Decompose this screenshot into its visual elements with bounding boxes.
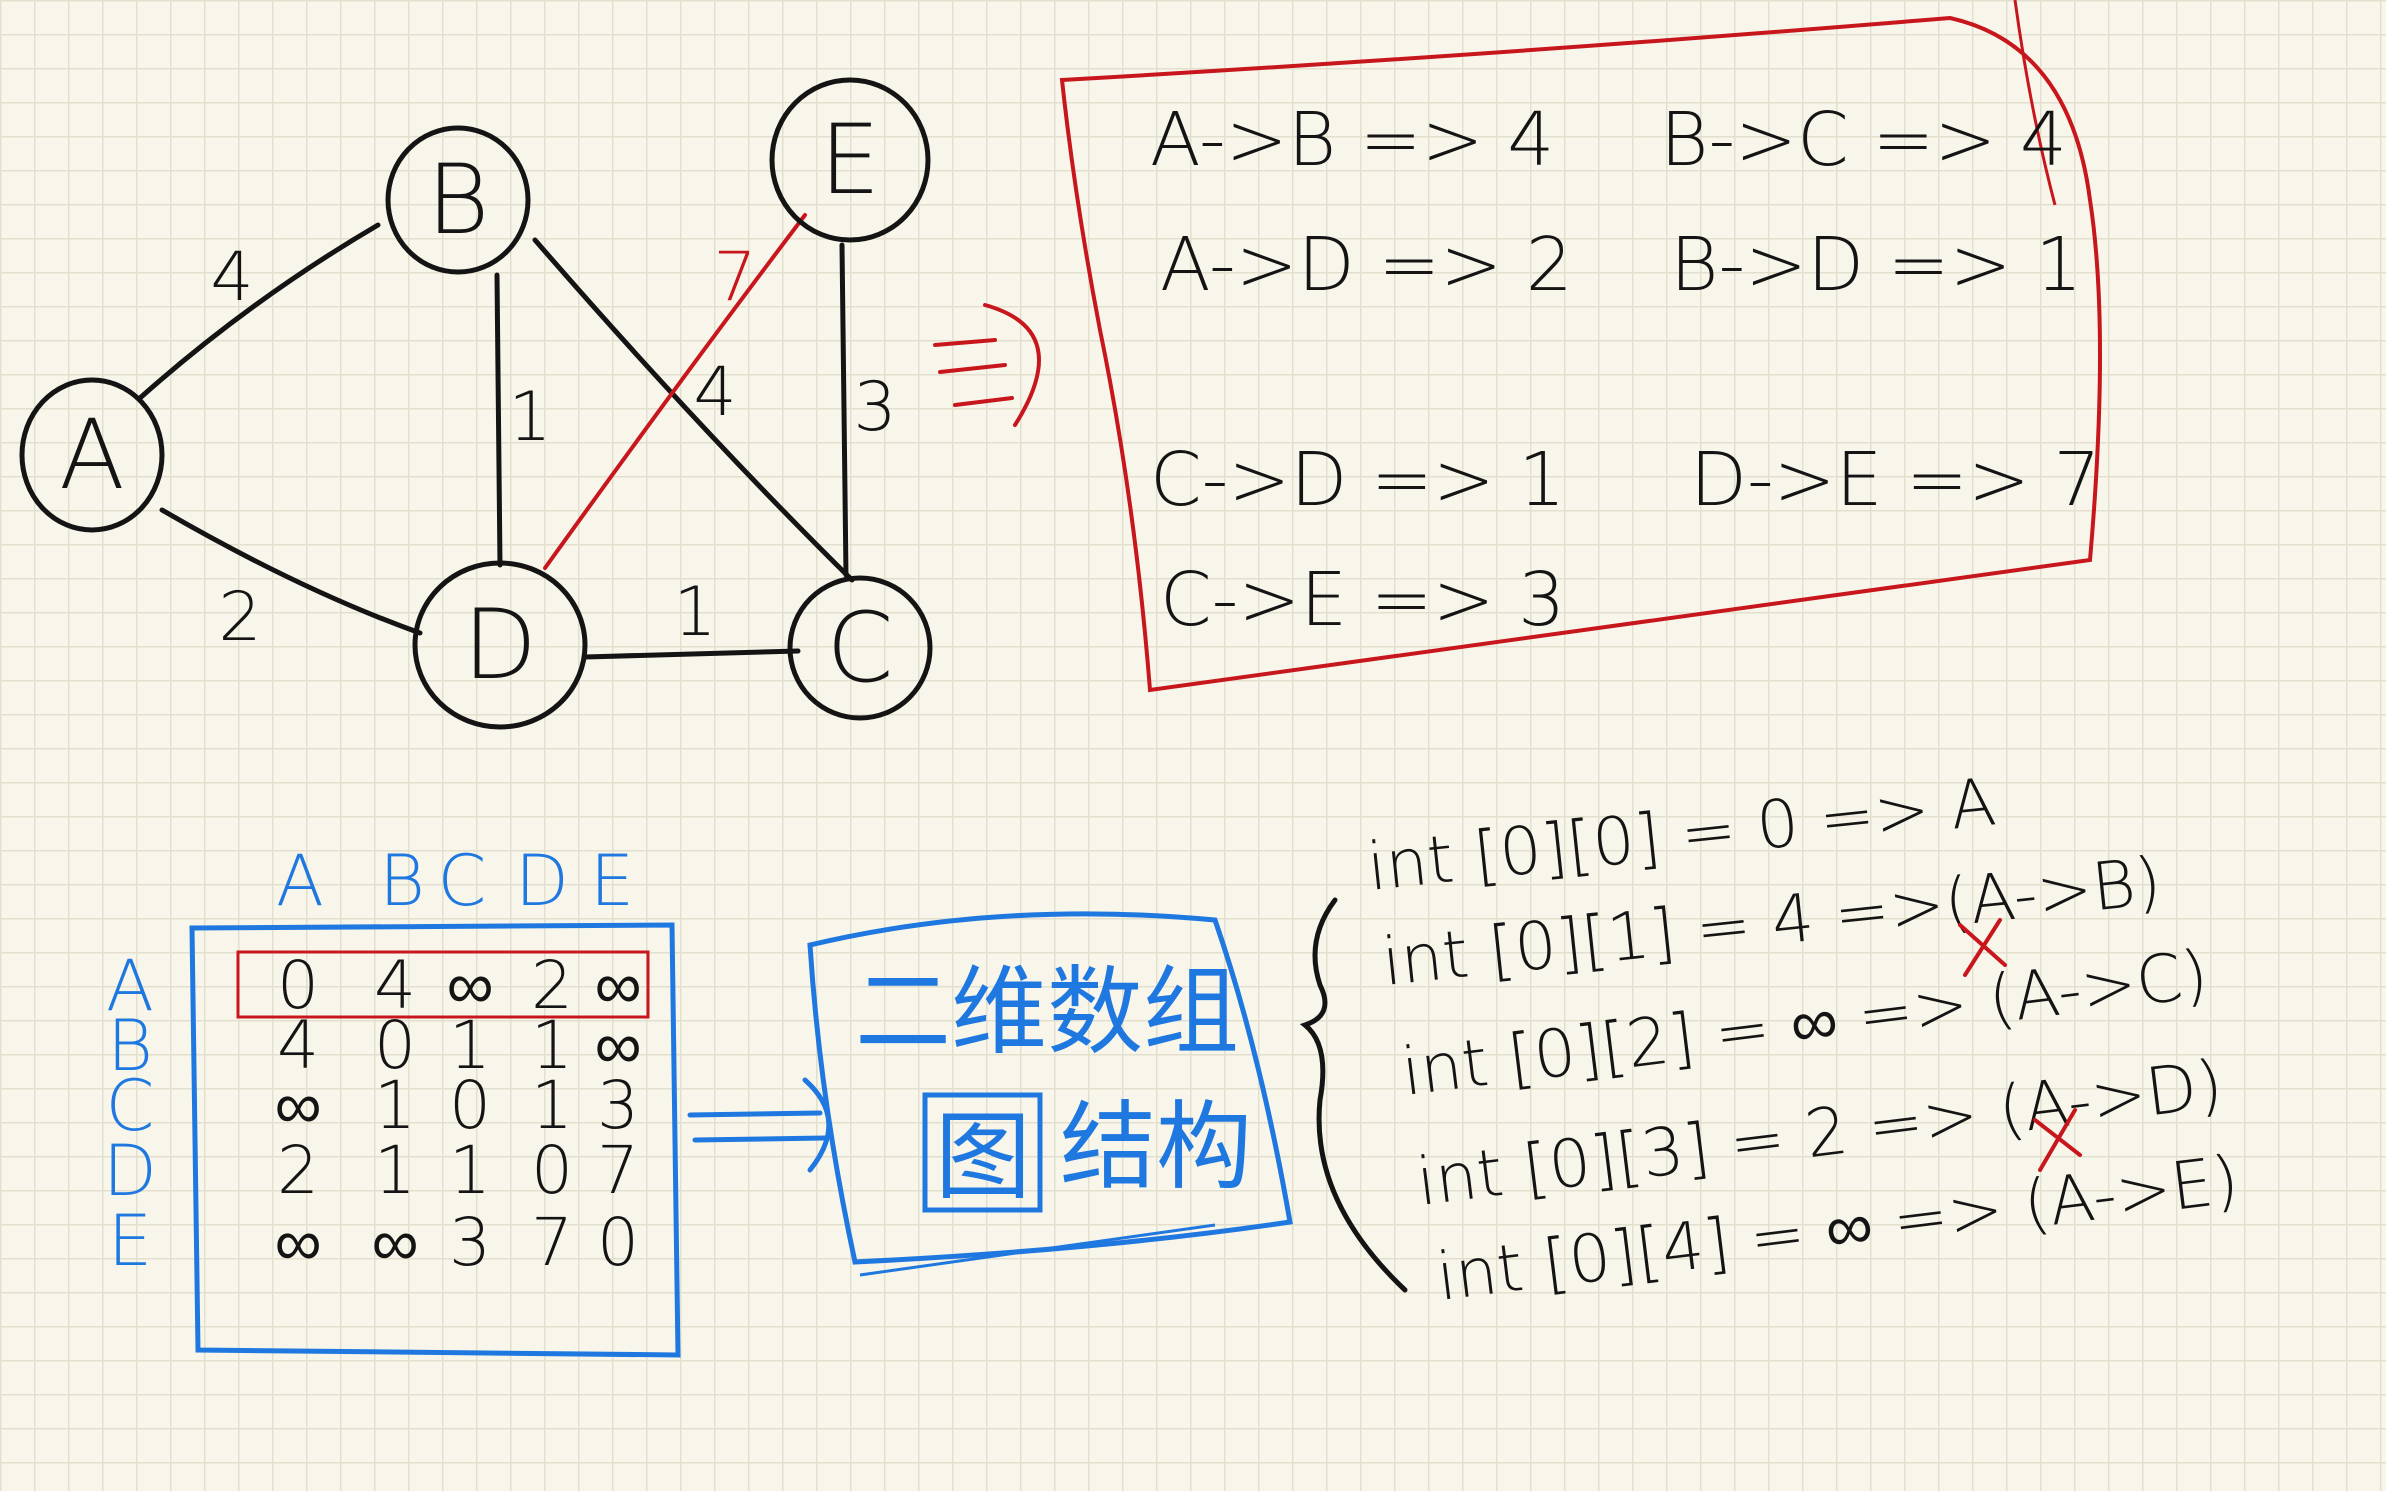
edge-list: A->B => 4 B->C => 4 A->D => 2 B->D => 1 … bbox=[1150, 97, 2101, 643]
matrix-cell: 1 bbox=[449, 1007, 491, 1084]
weight-d-e: 7 bbox=[713, 238, 756, 317]
matrix-col-headers: A B C D E bbox=[276, 840, 634, 922]
matrix-cell: 4 bbox=[374, 947, 416, 1024]
matrix-cell: 0 bbox=[531, 1132, 573, 1209]
matrix-row-headers: A B C D E bbox=[103, 945, 157, 1282]
matrix-cell: ∞ bbox=[274, 1204, 321, 1281]
matrix-cell: 0 bbox=[449, 1067, 491, 1144]
matrix-cell: 4 bbox=[277, 1007, 319, 1084]
matrix-cell: 0 bbox=[374, 1007, 416, 1084]
edge-list-item: D->E => 7 bbox=[1690, 437, 2101, 523]
matrix-cell: 2 bbox=[531, 947, 573, 1024]
weight-e-c: 3 bbox=[853, 368, 896, 447]
matrix-cell: ∞ bbox=[446, 947, 493, 1024]
edge-list-item: C->E => 3 bbox=[1160, 557, 1565, 643]
matrix-row-header: E bbox=[108, 1200, 152, 1282]
expressions-brace bbox=[1299, 897, 1408, 1293]
label-box bbox=[807, 911, 1293, 1265]
label-char-box bbox=[922, 1092, 1043, 1213]
matrix-frame bbox=[189, 922, 681, 1358]
matrix-cell: ∞ bbox=[594, 947, 641, 1024]
weight-b-d: 1 bbox=[508, 378, 551, 457]
edge-list-item: B->D => 1 bbox=[1670, 222, 2082, 308]
edge-list-box bbox=[1059, 15, 2102, 693]
edge-d-c bbox=[582, 648, 801, 660]
matrix-cell: 3 bbox=[449, 1204, 491, 1281]
label-underline bbox=[859, 1223, 1216, 1277]
red-cross-marks bbox=[1958, 918, 2082, 1172]
matrix-cell: ∞ bbox=[594, 1007, 641, 1084]
weight-a-d: 2 bbox=[218, 578, 261, 657]
edge-list-item: B->C => 4 bbox=[1660, 97, 2067, 183]
matrix-col-header: C bbox=[438, 840, 487, 922]
label-line-2a: 图 bbox=[935, 1101, 1031, 1213]
edge-b-c bbox=[532, 237, 855, 583]
edge-d-e bbox=[543, 213, 807, 570]
node-b: B bbox=[385, 125, 531, 275]
edge-a-d bbox=[159, 507, 423, 636]
matrix-cell: 3 bbox=[597, 1067, 639, 1144]
matrix-cell: 2 bbox=[277, 1132, 319, 1209]
expressions: int [0][0] = 0 => A int [0][1] = 4 =>(A-… bbox=[1364, 763, 2243, 1316]
node-e-label: E bbox=[820, 104, 881, 216]
matrix-cell: 7 bbox=[531, 1204, 573, 1281]
node-c: C bbox=[787, 575, 933, 721]
edge-list-item: A->D => 2 bbox=[1160, 222, 1573, 308]
matrix-row-header: B bbox=[107, 1005, 153, 1087]
edge-a-b bbox=[137, 222, 381, 401]
node-e: E bbox=[769, 77, 931, 243]
edge-list-item: A->B => 4 bbox=[1150, 97, 1554, 183]
matrix-cell: ∞ bbox=[274, 1067, 321, 1144]
red-implies-arrow bbox=[933, 303, 1041, 427]
matrix-col-header: A bbox=[276, 840, 324, 922]
matrix-col-header: E bbox=[590, 840, 634, 922]
matrix-cell: 1 bbox=[449, 1132, 491, 1209]
weight-a-b: 4 bbox=[210, 238, 253, 317]
matrix-cell: 1 bbox=[531, 1067, 573, 1144]
node-c-label: C bbox=[826, 592, 893, 704]
matrix-cell: 1 bbox=[374, 1132, 416, 1209]
matrix-row-header: D bbox=[103, 1130, 157, 1212]
matrix-row-highlight bbox=[236, 950, 650, 1019]
node-d-label: D bbox=[463, 589, 537, 701]
matrix-row-header: C bbox=[106, 1065, 155, 1147]
edge-b-d bbox=[494, 272, 503, 568]
edge-list-item: C->D => 1 bbox=[1150, 437, 1566, 523]
node-a: A bbox=[19, 377, 165, 533]
blue-implies-arrow bbox=[687, 1077, 832, 1173]
matrix-col-header: B bbox=[379, 840, 425, 922]
matrix-cell: 7 bbox=[597, 1132, 639, 1209]
red-stray-stroke bbox=[2013, 0, 2057, 206]
node-d: D bbox=[412, 560, 588, 730]
weight-d-c: 1 bbox=[673, 573, 716, 652]
label-line-1: 二维数组 bbox=[855, 956, 1239, 1068]
label-line-2b: 结构 bbox=[1060, 1091, 1252, 1203]
weight-b-c: 4 bbox=[693, 353, 736, 432]
matrix-cell: 0 bbox=[597, 1204, 639, 1281]
matrix-cell: 0 bbox=[277, 947, 319, 1024]
matrix-cell: 1 bbox=[531, 1007, 573, 1084]
matrix-row-header: A bbox=[106, 945, 154, 1027]
node-a-label: A bbox=[59, 399, 125, 511]
edge-e-c bbox=[839, 242, 849, 578]
graph-edges bbox=[137, 222, 855, 660]
node-b-label: B bbox=[427, 144, 490, 256]
matrix-cell: ∞ bbox=[371, 1204, 418, 1281]
matrix-cell: 1 bbox=[374, 1067, 416, 1144]
matrix-col-header: D bbox=[515, 840, 569, 922]
